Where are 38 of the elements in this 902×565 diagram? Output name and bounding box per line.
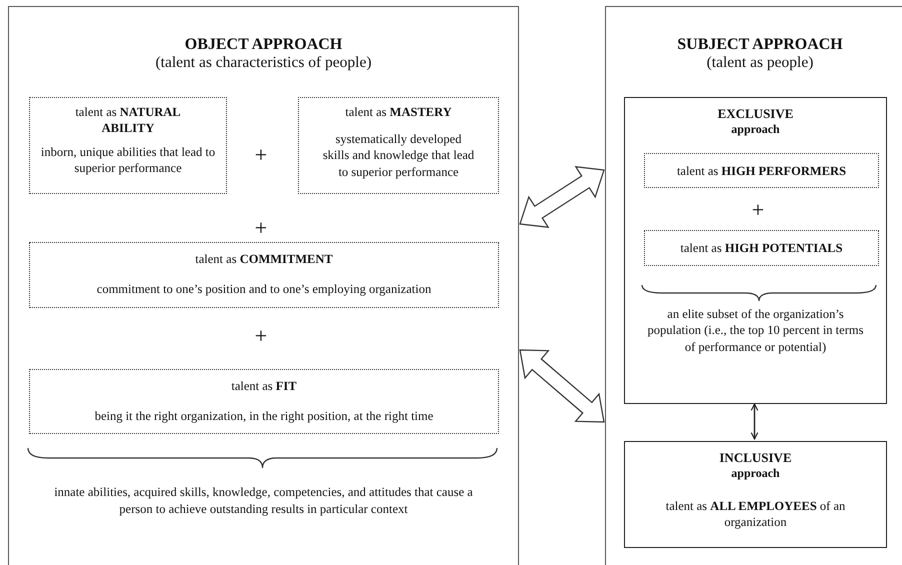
box-text: talent as ALL EMPLOYEES of an organization [664,498,846,530]
dotted-box [644,230,879,266]
panel-title: OBJECT APPROACH [184,35,344,54]
box-heading: talent as MASTERY [344,104,453,120]
box-heading: talent as HIGH PERFORMERS [676,163,848,180]
dotted-box [644,153,879,188]
dotted-box [298,97,499,194]
box-heading: talent as NATURAL ABILITY [74,104,182,136]
box-text: inborn, unique abilities that lead to superior performance [40,144,216,176]
approach-box [624,97,887,404]
box-heading: talent as FIT [230,378,298,394]
panel-subtitle: (talent as characteristics of people) [154,54,373,73]
double-arrow [750,403,758,440]
box-text: being it the right organization, in the right position, at the right time [94,408,434,424]
box-subheading: approach [730,466,781,481]
plus-sign: + [254,325,268,347]
box-subheading: approach [730,122,781,137]
box-heading: talent as HIGH POTENTIALS [679,240,844,256]
box-text: systematically developed skills and knowledge that lead to superior performance [322,131,476,180]
plus-sign: + [254,144,268,166]
summary-text: innate abilities, acquired skills, knowledge, competencies, and attitudes that cause a person to achieve outstanding results in particular context [54,484,473,518]
box-text: commitment to one’s position and to one’s employing organization [96,281,432,298]
double-block-arrow [519,166,605,228]
dotted-box [29,242,499,308]
summary-text: an elite subset of the organization’s population (i.e., the top 10 percent in terms of performance or potential) [646,306,864,355]
panel [605,6,902,565]
panel-subtitle: (talent as people) [706,54,814,73]
panel [8,6,519,565]
box-heading: INCLUSIVE [718,450,793,466]
plus-sign: + [254,217,268,239]
plus-sign: + [750,199,766,221]
box-heading: EXCLUSIVE [716,106,794,122]
approach-box [624,441,887,548]
double-block-arrow [519,349,605,423]
panel-title: SUBJECT APPROACH [676,35,844,54]
dotted-box [29,97,227,194]
box-heading: talent as COMMITMENT [194,251,334,268]
dotted-box [29,369,499,434]
